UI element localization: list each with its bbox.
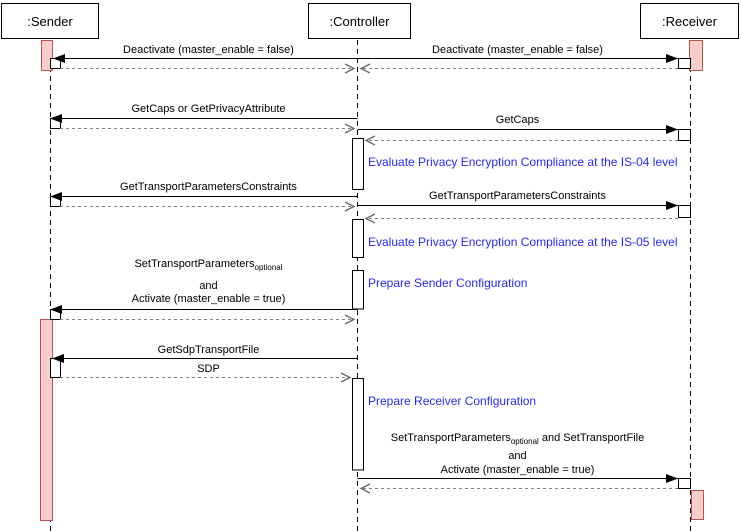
- controller-activation-is04: [352, 138, 364, 190]
- label-sdp: SDP: [197, 363, 220, 375]
- sender-endpoint-activate: [50, 309, 61, 320]
- actor-box-sender: :Sender: [1, 3, 99, 39]
- sender-activation-top: [41, 40, 53, 71]
- label-deactivate-sender: Deactivate (master_enable = false): [123, 44, 294, 56]
- label-and-right: and: [508, 450, 527, 462]
- label-activate-sender: Activate (master_enable = true): [131, 293, 286, 305]
- label-constraints-sender: GetTransportParametersConstraints: [120, 181, 297, 193]
- note-is04-compliance: Evaluate Privacy Encryption Compliance a…: [368, 155, 678, 169]
- label-and-left: and: [199, 280, 218, 292]
- sender-activation-main: [40, 319, 53, 521]
- actor-label-controller: :Controller: [329, 13, 390, 29]
- sender-endpoint-getsdp: [50, 358, 61, 378]
- receiver-endpoint-deactivate: [678, 58, 691, 69]
- label-constraints-receiver: GetTransportParametersConstraints: [429, 190, 606, 202]
- label-getcaps-receiver: GetCaps: [495, 114, 540, 126]
- sender-endpoint-getcaps: [50, 118, 61, 129]
- controller-activation-prepare-sender: [352, 270, 364, 310]
- receiver-activation-bottom: [691, 490, 704, 520]
- label-getcaps-sender: GetCaps or GetPrivacyAttribute: [131, 103, 286, 115]
- receiver-endpoint-constraints: [678, 205, 691, 218]
- label-activate-receiver: Activate (master_enable = true): [440, 464, 595, 476]
- label-set-transport-params2: SetTransportParametersoptional and SetTr…: [357, 432, 678, 447]
- label-set-transport-params2-sub: optional: [510, 437, 539, 447]
- controller-activation-is05: [352, 219, 364, 258]
- label-set-transport-params2-post: and SetTransportFile: [538, 432, 645, 444]
- label-set-transport-params-main: SetTransportParameters: [134, 258, 255, 270]
- actor-label-sender: :Sender: [27, 13, 73, 29]
- actor-label-receiver: :Receiver: [662, 13, 717, 29]
- sender-endpoint-deactivate: [50, 58, 61, 69]
- note-prepare-sender: Prepare Sender Configuration: [368, 276, 528, 290]
- label-getsdp: GetSdpTransportFile: [157, 344, 260, 356]
- actor-box-controller: :Controller: [308, 3, 411, 39]
- controller-activation-prepare-receiver: [352, 378, 364, 471]
- label-set-transport-params2-main: SetTransportParameters: [390, 432, 511, 444]
- receiver-endpoint-activate: [678, 478, 691, 489]
- label-deactivate-receiver: Deactivate (master_enable = false): [432, 44, 603, 56]
- sender-endpoint-constraints: [50, 196, 61, 207]
- receiver-activation-top: [689, 40, 703, 71]
- note-prepare-receiver: Prepare Receiver Configuration: [368, 394, 537, 408]
- actor-box-receiver: :Receiver: [640, 3, 739, 39]
- label-set-transport-params-sub: optional: [254, 263, 283, 273]
- receiver-endpoint-getcaps: [678, 129, 691, 141]
- label-set-transport-params: SetTransportParametersoptional: [60, 258, 357, 273]
- note-is05-compliance: Evaluate Privacy Encryption Compliance a…: [368, 235, 678, 249]
